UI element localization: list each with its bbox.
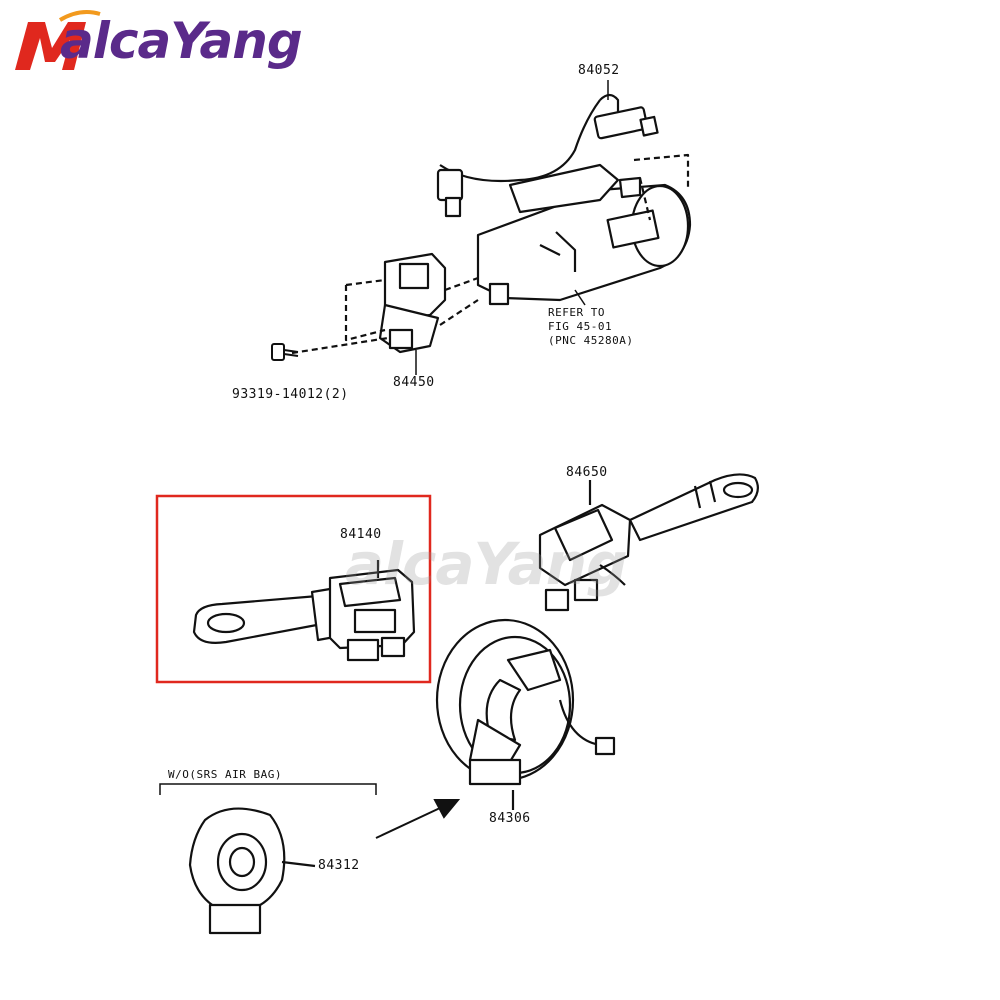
part-label-84306: 84306 <box>489 811 531 826</box>
part-label-84140: 84140 <box>340 527 382 542</box>
part-label-84052: 84052 <box>578 63 620 78</box>
turn-signal-switch-84140 <box>192 560 416 662</box>
refer-line-3: (PNC 45280A) <box>548 334 634 347</box>
ignition-lock-cylinder <box>436 93 692 306</box>
clock-spring-84306 <box>435 618 616 810</box>
logo-m-icon <box>15 10 101 70</box>
switch-block-84450 <box>291 252 479 355</box>
refer-line-2: FIG 45-01 <box>548 320 613 333</box>
wiper-switch-84650 <box>538 473 759 612</box>
spiral-cable-84312 <box>188 807 316 935</box>
brand-watermark: alcaYang <box>345 530 628 598</box>
part-label-84450: 84450 <box>393 375 435 390</box>
screw-icon <box>271 343 299 361</box>
wo-srs-label: W/O(SRS AIR BAG) <box>168 768 282 781</box>
part-label-84650: 84650 <box>566 465 608 480</box>
part-label-93319: 93319-14012(2) <box>232 387 349 402</box>
refer-line-1: REFER TO <box>548 306 605 319</box>
wo-srs-bracket <box>159 783 377 795</box>
part-label-84312: 84312 <box>318 858 360 873</box>
brand-logo: alcaYang <box>60 12 303 70</box>
highlight-box <box>155 494 432 684</box>
leader-lines-upper <box>415 80 609 375</box>
arrow-icon <box>375 799 461 839</box>
